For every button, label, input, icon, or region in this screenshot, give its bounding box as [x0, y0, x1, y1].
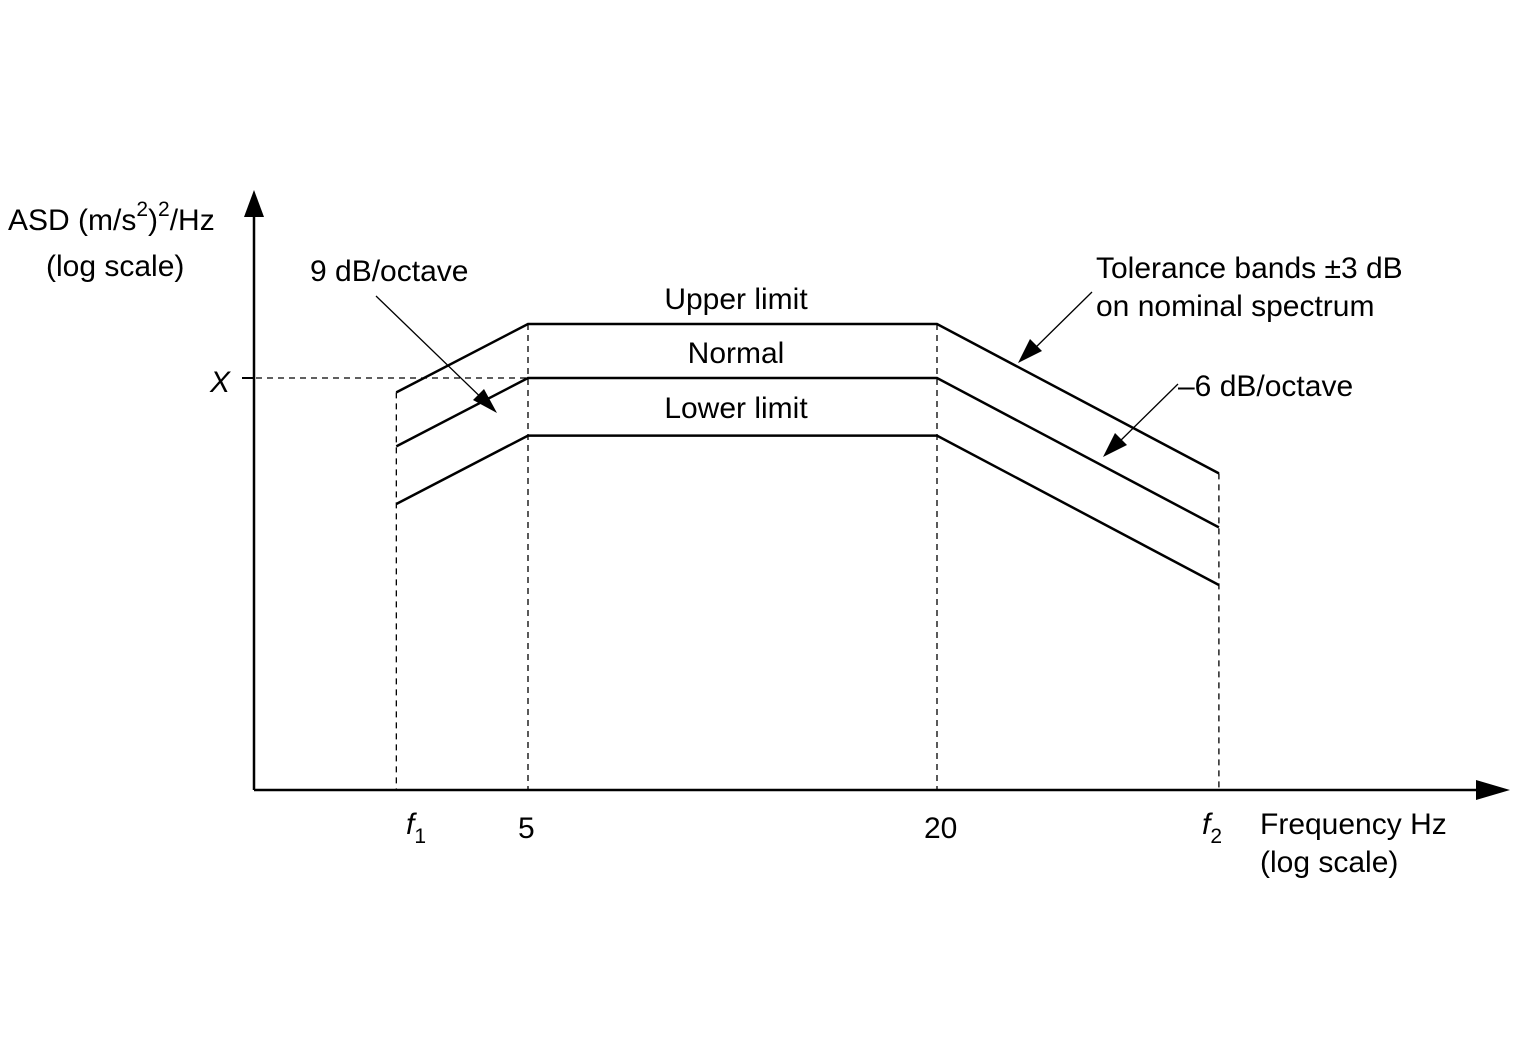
y-marker-label: X: [209, 366, 231, 399]
y-axis-label-line2: (log scale): [46, 250, 184, 283]
y-axis-label: ASD (m/s2)2/Hz: [8, 198, 215, 237]
x-tick-f2: f2: [1202, 808, 1222, 848]
annotation-tolerance-line2: on nominal spectrum: [1096, 290, 1374, 323]
annotation-slope-up-arrow: [473, 389, 497, 413]
series-layer: [395, 322, 1220, 587]
annotation-slope-down-arrow: [1103, 433, 1127, 457]
x-axis-arrow: [1476, 780, 1510, 800]
annotation-slope-down: –6 dB/octave: [1178, 370, 1353, 403]
series-label-lower-limit: Lower limit: [664, 392, 808, 425]
annotation-tolerance-arrow: [1018, 339, 1042, 363]
annotation-tolerance-line1: Tolerance bands ±3 dB: [1096, 252, 1403, 285]
annotation-slope-down-leader: [1113, 383, 1179, 448]
annotation-slope-up-leader: [375, 295, 495, 411]
x-axis-label-line2: (log scale): [1260, 846, 1398, 879]
annotation-tolerance-leader: [1029, 291, 1093, 354]
y-axis-arrow: [244, 190, 264, 217]
series-line-normal: [395, 376, 1220, 529]
series-line-lower-limit: [395, 434, 1220, 587]
guide-lines: [256, 324, 1220, 790]
x-tick-20: 20: [924, 812, 957, 845]
series-line-upper-limit: [395, 322, 1220, 475]
x-axis-label: Frequency Hz: [1260, 808, 1447, 841]
annotation-slope-up: 9 dB/octave: [310, 255, 468, 288]
series-label-normal: Normal: [688, 337, 785, 370]
x-tick-5: 5: [518, 812, 535, 845]
x-tick-f1: f1: [406, 808, 426, 848]
series-label-upper-limit: Upper limit: [664, 283, 808, 316]
